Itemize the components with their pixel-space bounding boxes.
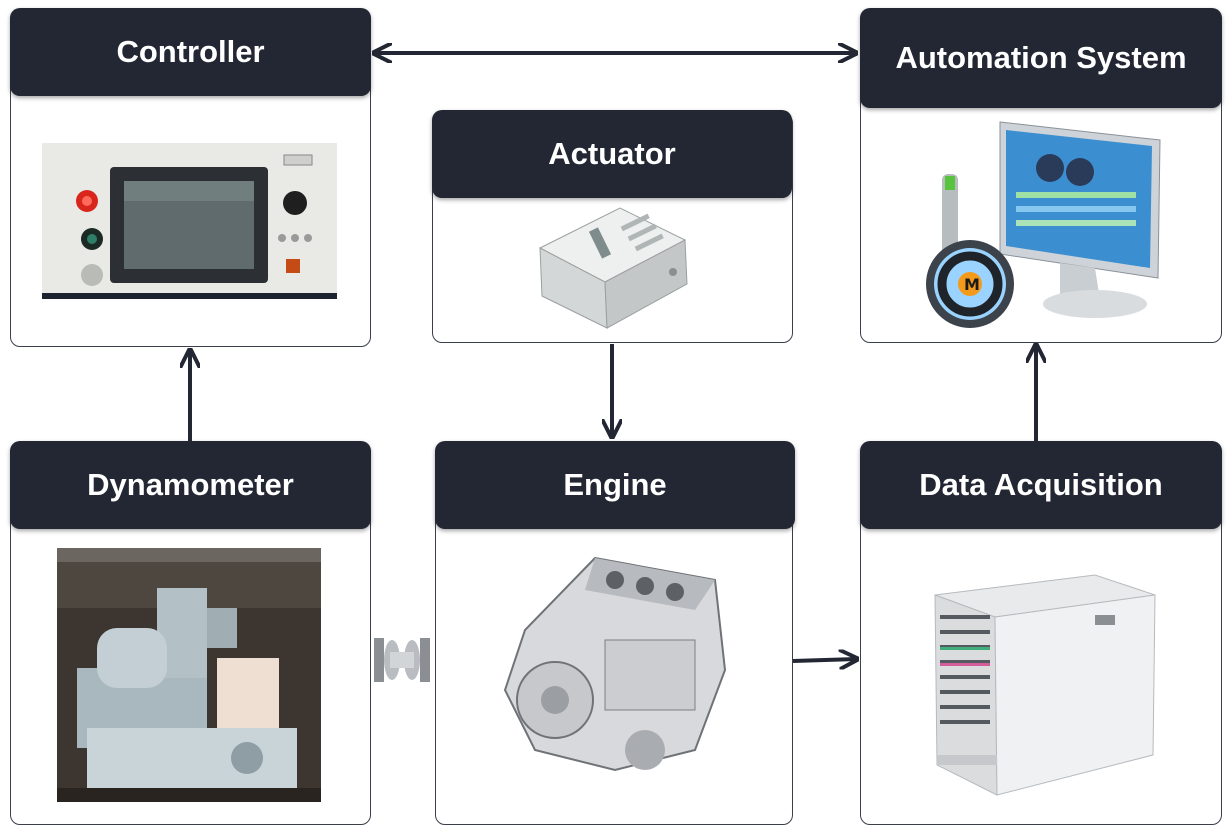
dynamometer-machine-image	[57, 548, 321, 802]
controller-header: Controller	[10, 8, 371, 96]
automation-header: Automation System	[860, 8, 1222, 108]
daq-header: Data Acquisition	[860, 441, 1222, 529]
engine-header: Engine	[435, 441, 795, 529]
actuator-module-image	[538, 207, 688, 329]
automation-monitor-image: M	[926, 121, 1161, 328]
svg-text:M: M	[964, 275, 980, 294]
actuator-header: Actuator	[432, 110, 792, 198]
coupling-image	[374, 638, 430, 682]
dynamometer-header: Dynamometer	[10, 441, 371, 529]
daq-rack-image	[934, 574, 1156, 796]
controller-panel-image	[42, 143, 337, 299]
engine-block-image	[503, 556, 727, 772]
arrow-engine-daq	[792, 659, 857, 661]
